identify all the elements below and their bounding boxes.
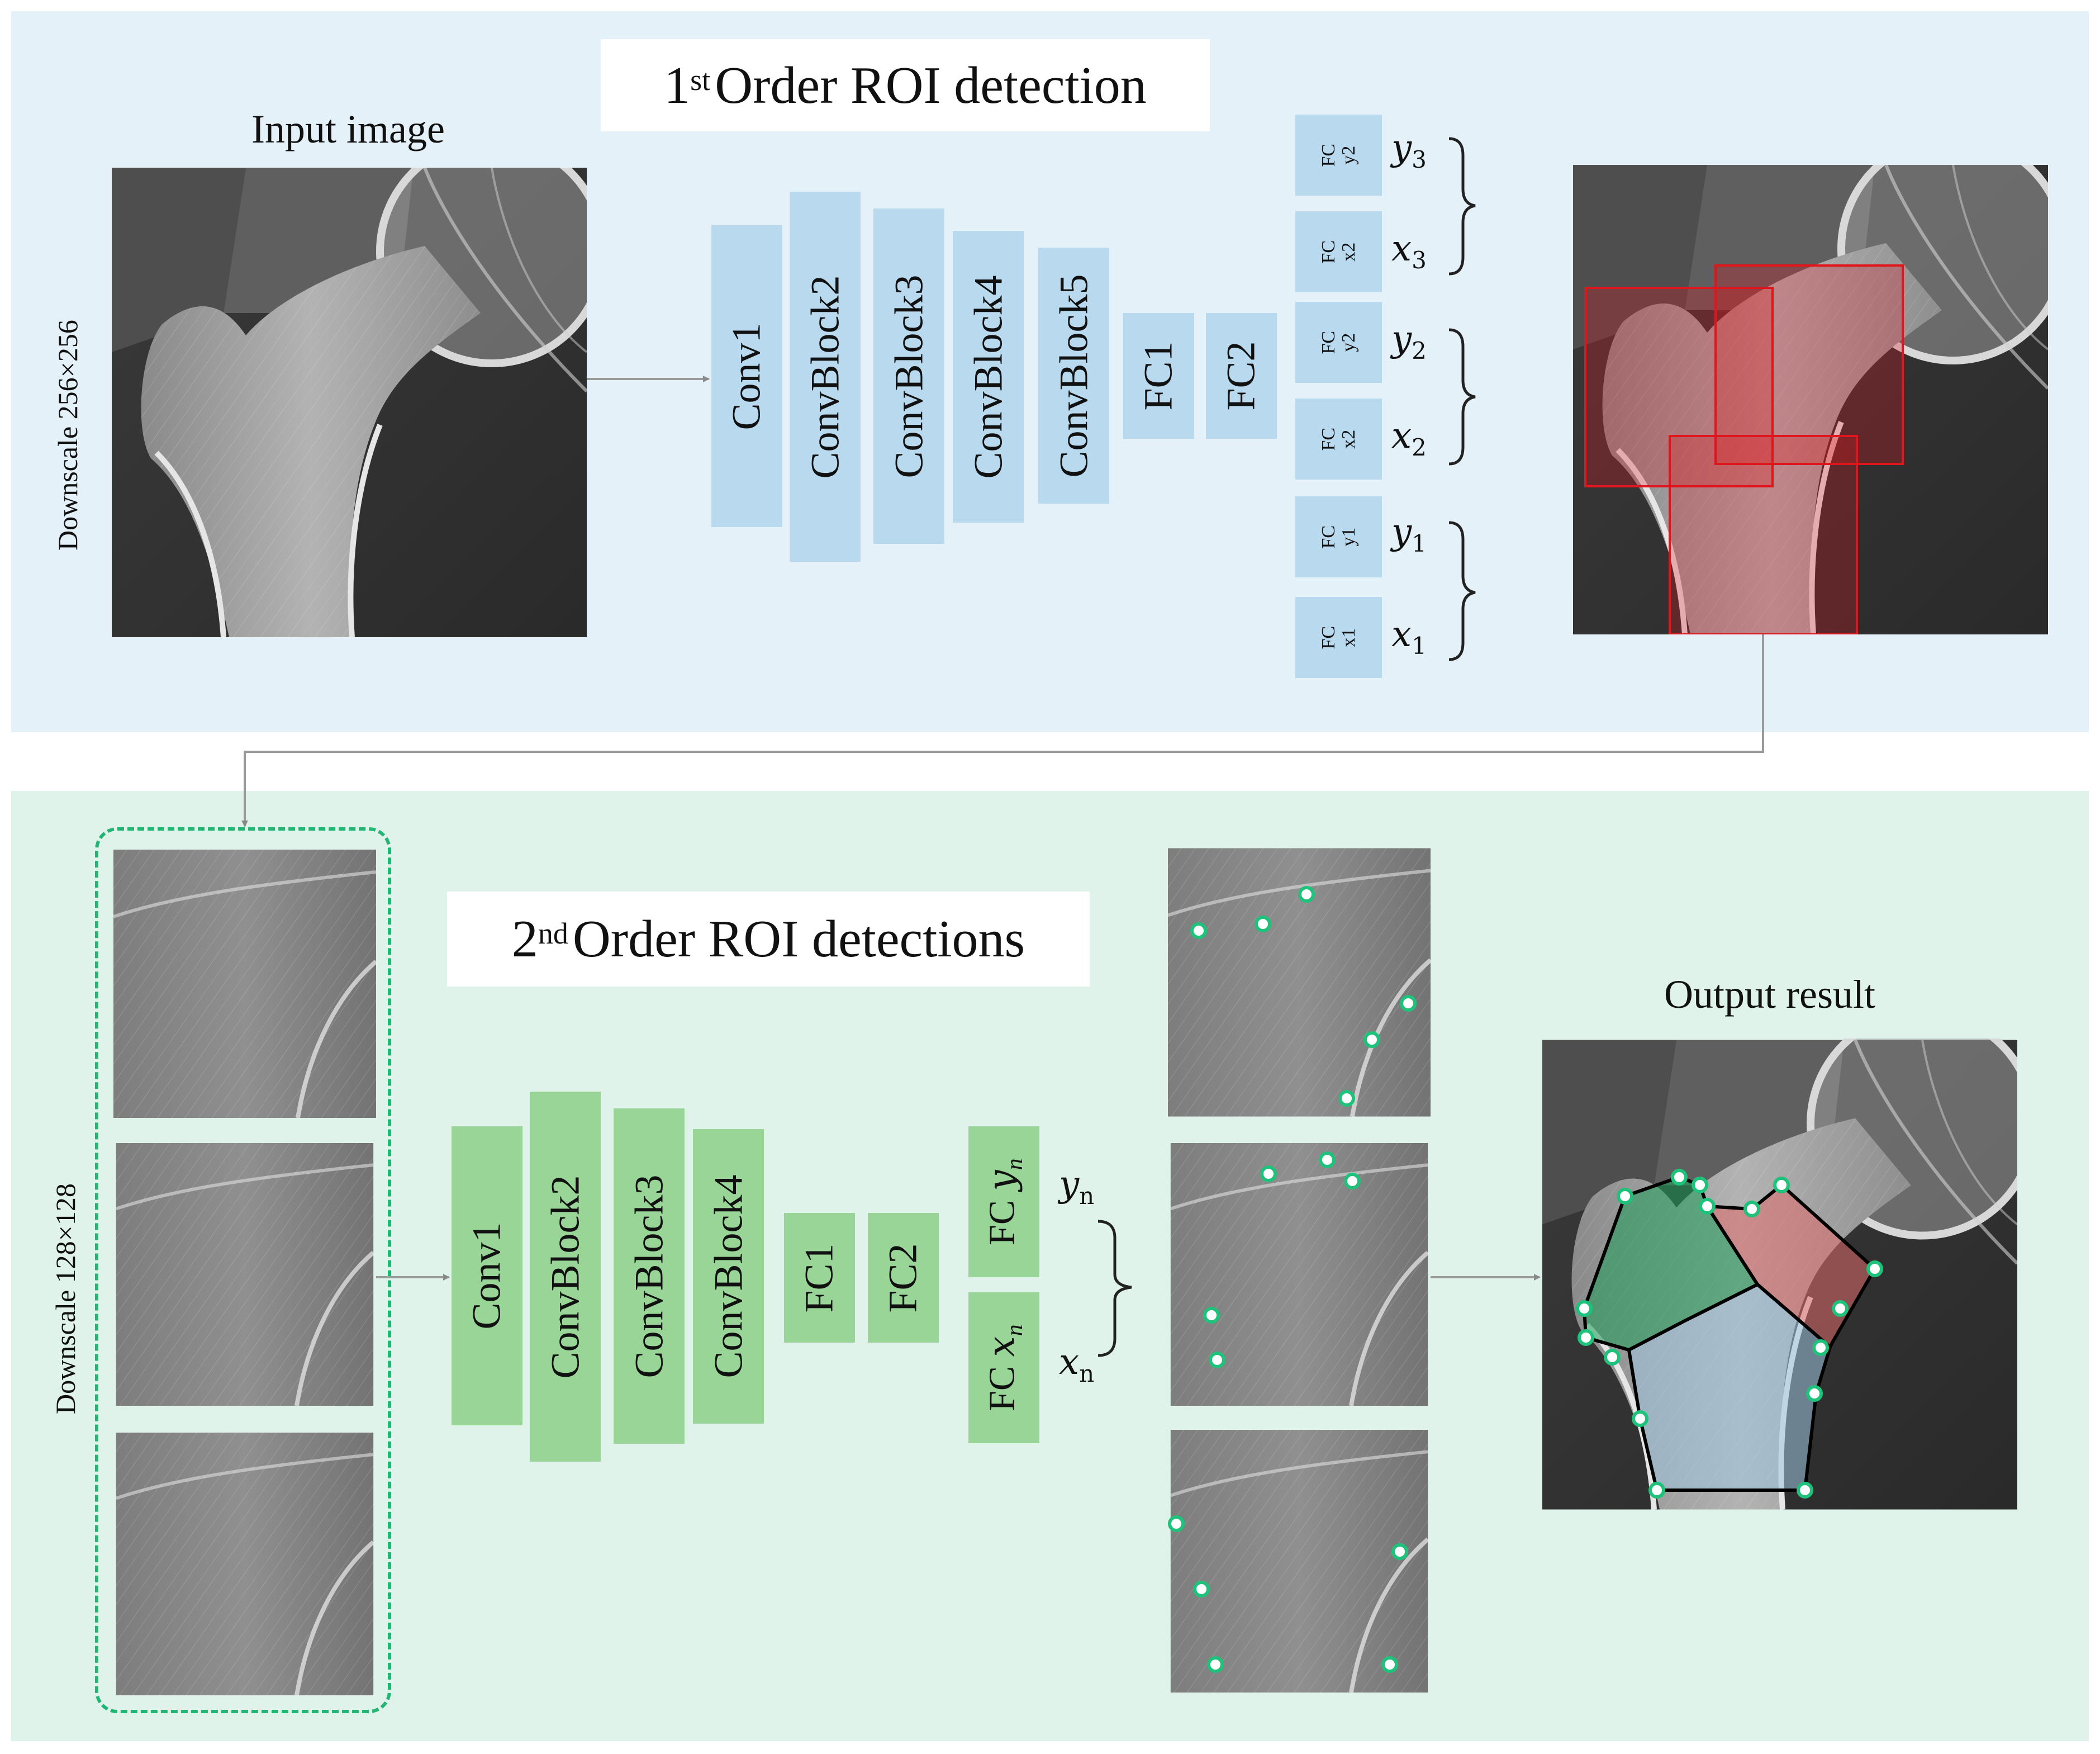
var-x2-sub: 2 [1412,433,1427,461]
brace-pair-3 [1448,137,1476,276]
fc2-block-2: FC2 [868,1213,939,1343]
var-x1: x1 [1391,614,1427,660]
convblock4-block-2: ConvBlock4 [693,1129,764,1424]
output-result-label: Output result [1664,972,1875,1017]
input-image-label: Input image [251,107,445,151]
pair-braces [1097,137,1476,1357]
var-y1-letter: y [1391,511,1412,553]
var-y1: y1 [1391,511,1427,557]
var-x3-letter: x [1391,228,1412,269]
convblock5-block: ConvBlock5 [1038,248,1109,504]
output-result-image [1542,1039,2017,1511]
var-y2-sub: 2 [1412,336,1427,364]
first-order-title-sup: st [690,63,711,97]
var-y3-sub: 3 [1412,145,1427,173]
var-xn: xn [1059,1341,1094,1387]
output-landmarks [1576,1169,1883,1499]
first-order-title-text: Order ROI detection [715,56,1147,115]
brace-pair-1 [1448,521,1476,661]
roi-crops-frame [95,827,391,1713]
second-order-title-prefix: 2 [511,910,538,968]
var-xn-sub: n [1079,1359,1095,1387]
var-y3-letter: y [1391,127,1412,169]
convblock4-block: ConvBlock4 [953,231,1024,523]
arrow-roi-to-crops [241,634,1764,827]
var-yn-sub: n [1079,1182,1095,1210]
second-order-title-sup: nd [538,917,568,950]
fc-head-xn: FC xn [968,1292,1039,1443]
var-x2-letter: x [1391,415,1412,457]
roi-box-1 [1584,287,1774,487]
var-x3-sub: 3 [1412,246,1427,274]
conv1-block: Conv1 [711,225,782,527]
fc1-block-2: FC1 [784,1213,855,1343]
convblock2-block-2: ConvBlock2 [530,1092,601,1462]
landmark-crop-1 [1168,847,1431,1118]
brace-pair-2 [1448,328,1476,466]
var-y2-letter: y [1391,319,1412,360]
var-x2: x2 [1391,415,1427,461]
var-x1-sub: 1 [1412,632,1427,660]
var-yn: yn [1059,1164,1094,1210]
roi-box-3 [1669,435,1858,634]
conv1-block-2: Conv1 [452,1126,522,1425]
var-xn-letter: x [1059,1341,1080,1383]
brace-pair-n [1097,1220,1132,1357]
var-yn-letter: y [1059,1164,1080,1205]
var-x1-letter: x [1391,614,1412,655]
fc1-block: FC1 [1123,313,1194,439]
var-x3: x3 [1391,228,1427,274]
fc-head-yn: FC yn [968,1126,1039,1277]
landmark-crop-3 [1168,1430,1431,1693]
var-y2: y2 [1391,319,1427,364]
first-order-title-prefix: 1 [664,56,691,115]
var-y3: y3 [1391,127,1427,173]
fc2-block: FC2 [1206,313,1277,439]
var-y1-sub: 1 [1412,529,1427,557]
landmark-crop-2 [1168,1143,1431,1406]
second-order-title-text: Order ROI detections [572,910,1025,968]
roi-box-2 [1714,264,1904,465]
convblock2-block: ConvBlock2 [790,192,861,562]
convblock3-block: ConvBlock3 [873,208,944,544]
convblock3-block-2: ConvBlock3 [614,1108,685,1444]
roi-result-image [1573,165,2048,634]
